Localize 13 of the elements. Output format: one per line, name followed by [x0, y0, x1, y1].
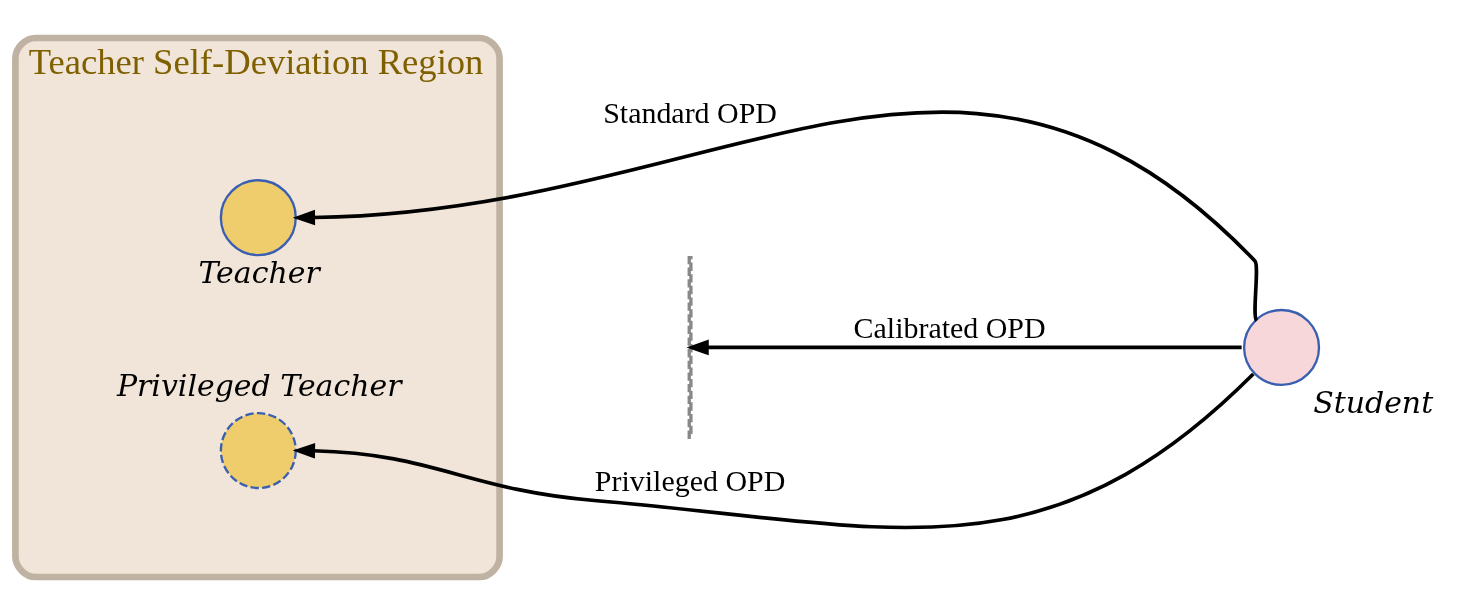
- edge-label: Privileged OPD: [594, 464, 786, 498]
- arrow: [292, 111, 1259, 322]
- edge-label: Standard OPD: [603, 96, 777, 130]
- arrow: [686, 339, 1242, 356]
- node-circle: [1242, 308, 1321, 387]
- arrow: [292, 372, 1255, 530]
- node-circle: [219, 412, 297, 490]
- node-label: Teacher: [198, 255, 320, 291]
- node-bar: [687, 255, 693, 439]
- node-label: Student: [1313, 384, 1434, 420]
- node-circle: [219, 179, 297, 257]
- edge-label: Calibrated OPD: [853, 311, 1046, 345]
- node-label: Privileged Teacher: [116, 368, 402, 404]
